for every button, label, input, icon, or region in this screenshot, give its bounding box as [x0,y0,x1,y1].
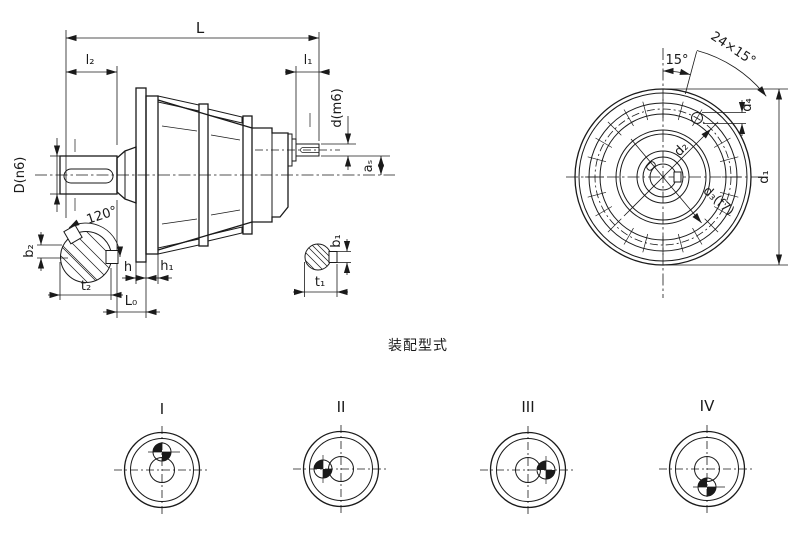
input-shaft-keyway [300,147,319,153]
label-t2: t₂ [81,279,91,294]
input-key-section: b₁ t₁ [293,234,351,297]
output-key-section: 120° b₂ t₂ [22,204,124,300]
label-h: h [124,260,132,275]
assembly-caption: 装配型式 [388,338,448,354]
dim-input-shaft-dia: d(m6) [321,88,356,170]
bolt-hole [691,112,703,124]
label-l2: l₂ [86,53,95,68]
dim-hole-dia: d₄ [702,98,755,136]
label-L: L [196,19,205,37]
dim-hole-pattern: 24×15° [696,29,767,97]
front-view: d₄ 15° 24×15° d₂ d₃(f7) d₁ [566,29,788,298]
label-15deg: 15° [665,53,688,68]
dim-overall-length: L [65,19,320,218]
label-L0: L₀ [125,294,137,309]
keyway-notch [105,250,119,264]
assembly-section: 装配型式 I II [114,338,755,514]
side-view: L l₂ l₁ D(n6) d(m6 [13,19,395,318]
variant-4-label: IV [700,397,715,415]
label-d3: d₃(f7) [700,184,737,220]
output-shaft-keyway [63,168,114,184]
cooling-fin [157,238,200,255]
input-shaft [295,143,320,157]
variant-1-label: I [160,400,164,418]
cooling-fin [157,95,200,112]
dim-outer-dia: d₁ [666,88,788,266]
angle-arc-120 [68,219,124,258]
label-d-m6: d(m6) [330,88,345,127]
assembly-variant-4: IV [659,397,755,513]
dim-output-shaft-dia: D(n6) [13,138,64,212]
input-position-marker [697,477,717,497]
housing-ring [198,103,209,247]
dim-input-offset: aₛ [321,155,390,175]
spigot-circle [615,129,711,225]
cooling-fin [207,108,243,124]
label-t1: t₁ [315,275,325,290]
dim-hole-angle: 15° [662,51,698,95]
label-D-n6: D(n6) [13,157,28,194]
variant-2-label: II [337,398,346,416]
label-24x15deg: 24×15° [708,29,759,69]
label-b1: b₁ [329,234,344,247]
dim-mount-length: L₀ [103,294,160,316]
cooling-fin [207,226,243,242]
bore-keyway [673,171,682,183]
input-position-marker [152,442,172,462]
label-d4: d₄ [740,98,755,111]
housing-ring [242,115,253,235]
assembly-variant-3: III [480,398,576,514]
keyway-notch [328,251,338,263]
dim-input-shaft-length: l₁ [285,53,330,139]
label-120deg: 120° [85,204,119,228]
flange-ring [145,95,159,255]
label-l1: l₁ [304,53,313,68]
assembly-variant-1: I [114,400,210,514]
label-as: aₛ [361,159,376,172]
input-position-marker [313,459,333,479]
hatching [305,244,331,270]
variant-3-label: III [521,398,534,416]
label-b2: b₂ [22,244,37,257]
assembly-variant-2: II [293,398,389,513]
flange-outer-circle [574,88,752,266]
label-h1: h₁ [160,259,173,274]
label-d1: d₁ [757,170,772,183]
hub-key [646,161,656,171]
input-position-marker [536,460,556,480]
housing-cone [157,95,253,255]
dim-output-shaft-length: l₂ [66,53,118,145]
